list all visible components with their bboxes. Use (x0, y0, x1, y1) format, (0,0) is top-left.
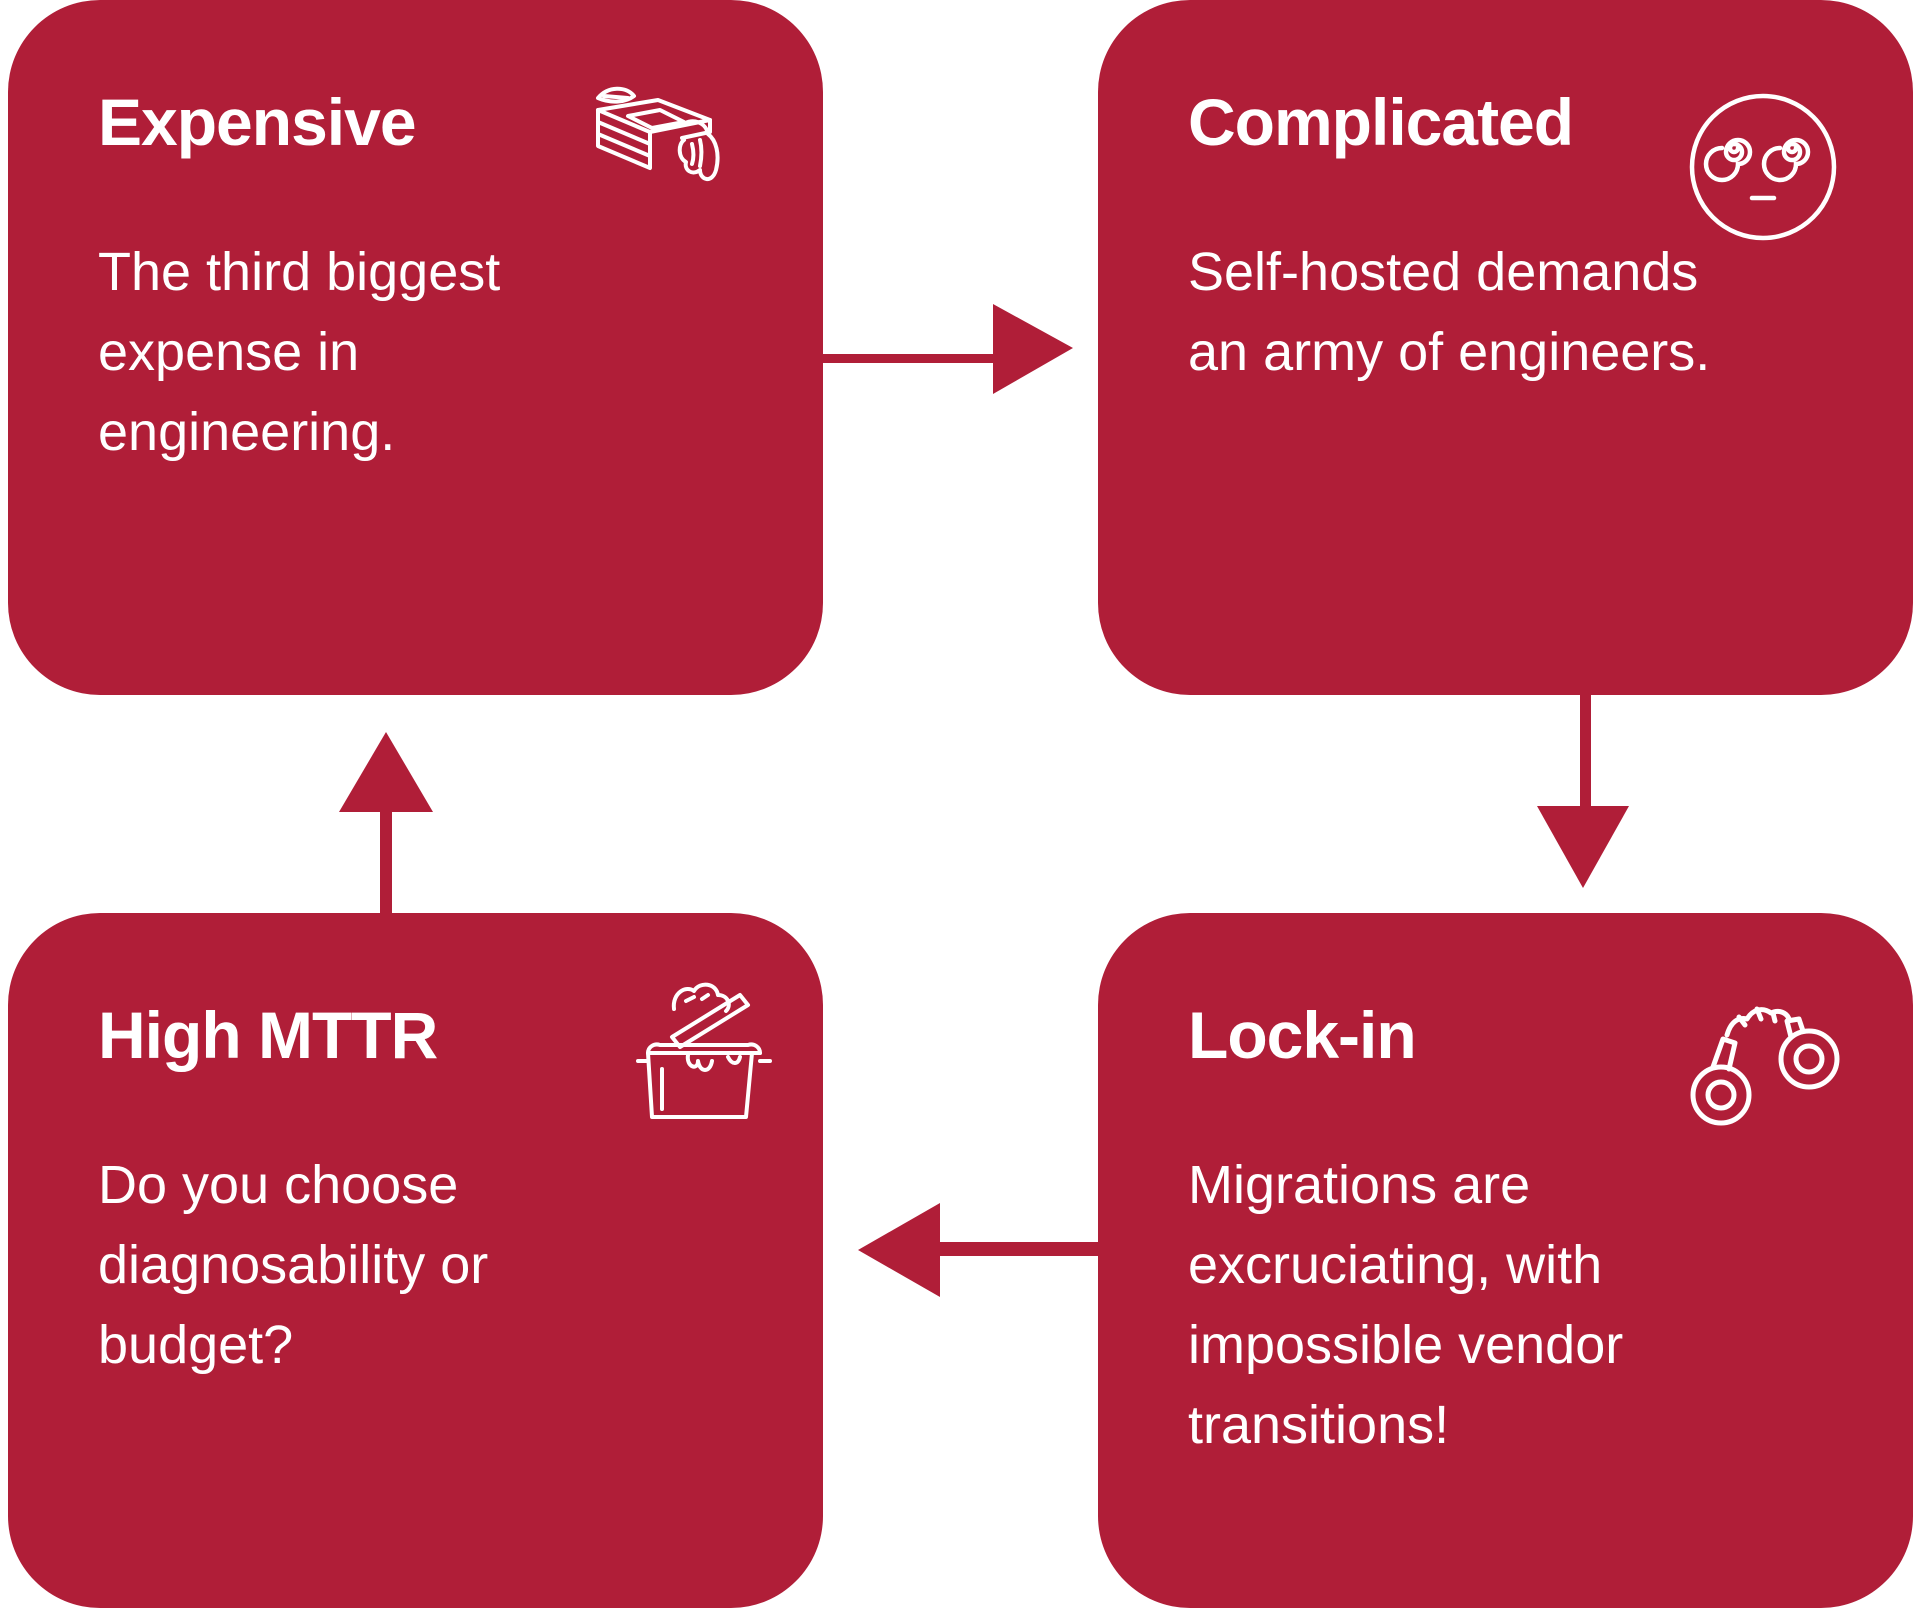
arrow-highmttr-to-expensive (339, 732, 433, 913)
card-body-line: The third biggest (98, 242, 501, 302)
arrow-expensive-to-complicated (823, 304, 1073, 394)
boiling-pot-icon (636, 982, 772, 1119)
card-body: Migrations are excruciating, with imposs… (1188, 1145, 1848, 1465)
card-body-line: diagnosability or (98, 1235, 489, 1295)
card-lockin: Lock-in Migrations are excruciating, wit… (1098, 913, 1913, 1608)
arrow-complicated-to-lockin (1537, 695, 1629, 888)
handcuffs-icon (1690, 1006, 1840, 1126)
card-complicated: Complicated Self-hosted demands an army … (1098, 0, 1913, 695)
card-body: Do you choose diagnosability or budget? (98, 1145, 758, 1385)
arrow-lockin-to-highmttr (858, 1203, 1098, 1297)
card-body-line: budget? (98, 1315, 294, 1375)
card-body-line: impossible vendor (1188, 1315, 1624, 1375)
card-body-line: expense in (98, 322, 360, 382)
card-highmttr: High MTTR Do you choose diagnosability o… (8, 913, 823, 1608)
card-title: Lock-in (1188, 998, 1417, 1072)
card-title: Expensive (98, 85, 417, 159)
card-body-line: an army of engineers. (1188, 322, 1711, 382)
card-title: High MTTR (98, 998, 438, 1072)
card-body-line: Migrations are (1188, 1155, 1531, 1215)
card-body-line: engineering. (98, 402, 396, 462)
card-body: Self-hosted demands an army of engineers… (1188, 232, 1848, 392)
card-body-line: Do you choose (98, 1155, 459, 1215)
dizzy-face-icon (1689, 93, 1837, 241)
card-body-line: transitions! (1188, 1395, 1450, 1455)
card-title: Complicated (1188, 85, 1574, 159)
card-body-line: excruciating, with (1188, 1235, 1603, 1295)
card-expensive: Expensive The third biggest expense in e… (8, 0, 823, 695)
card-body-line: Self-hosted demands (1188, 242, 1699, 302)
money-stack-with-wings-icon (596, 86, 720, 181)
card-body: The third biggest expense in engineering… (98, 232, 758, 472)
